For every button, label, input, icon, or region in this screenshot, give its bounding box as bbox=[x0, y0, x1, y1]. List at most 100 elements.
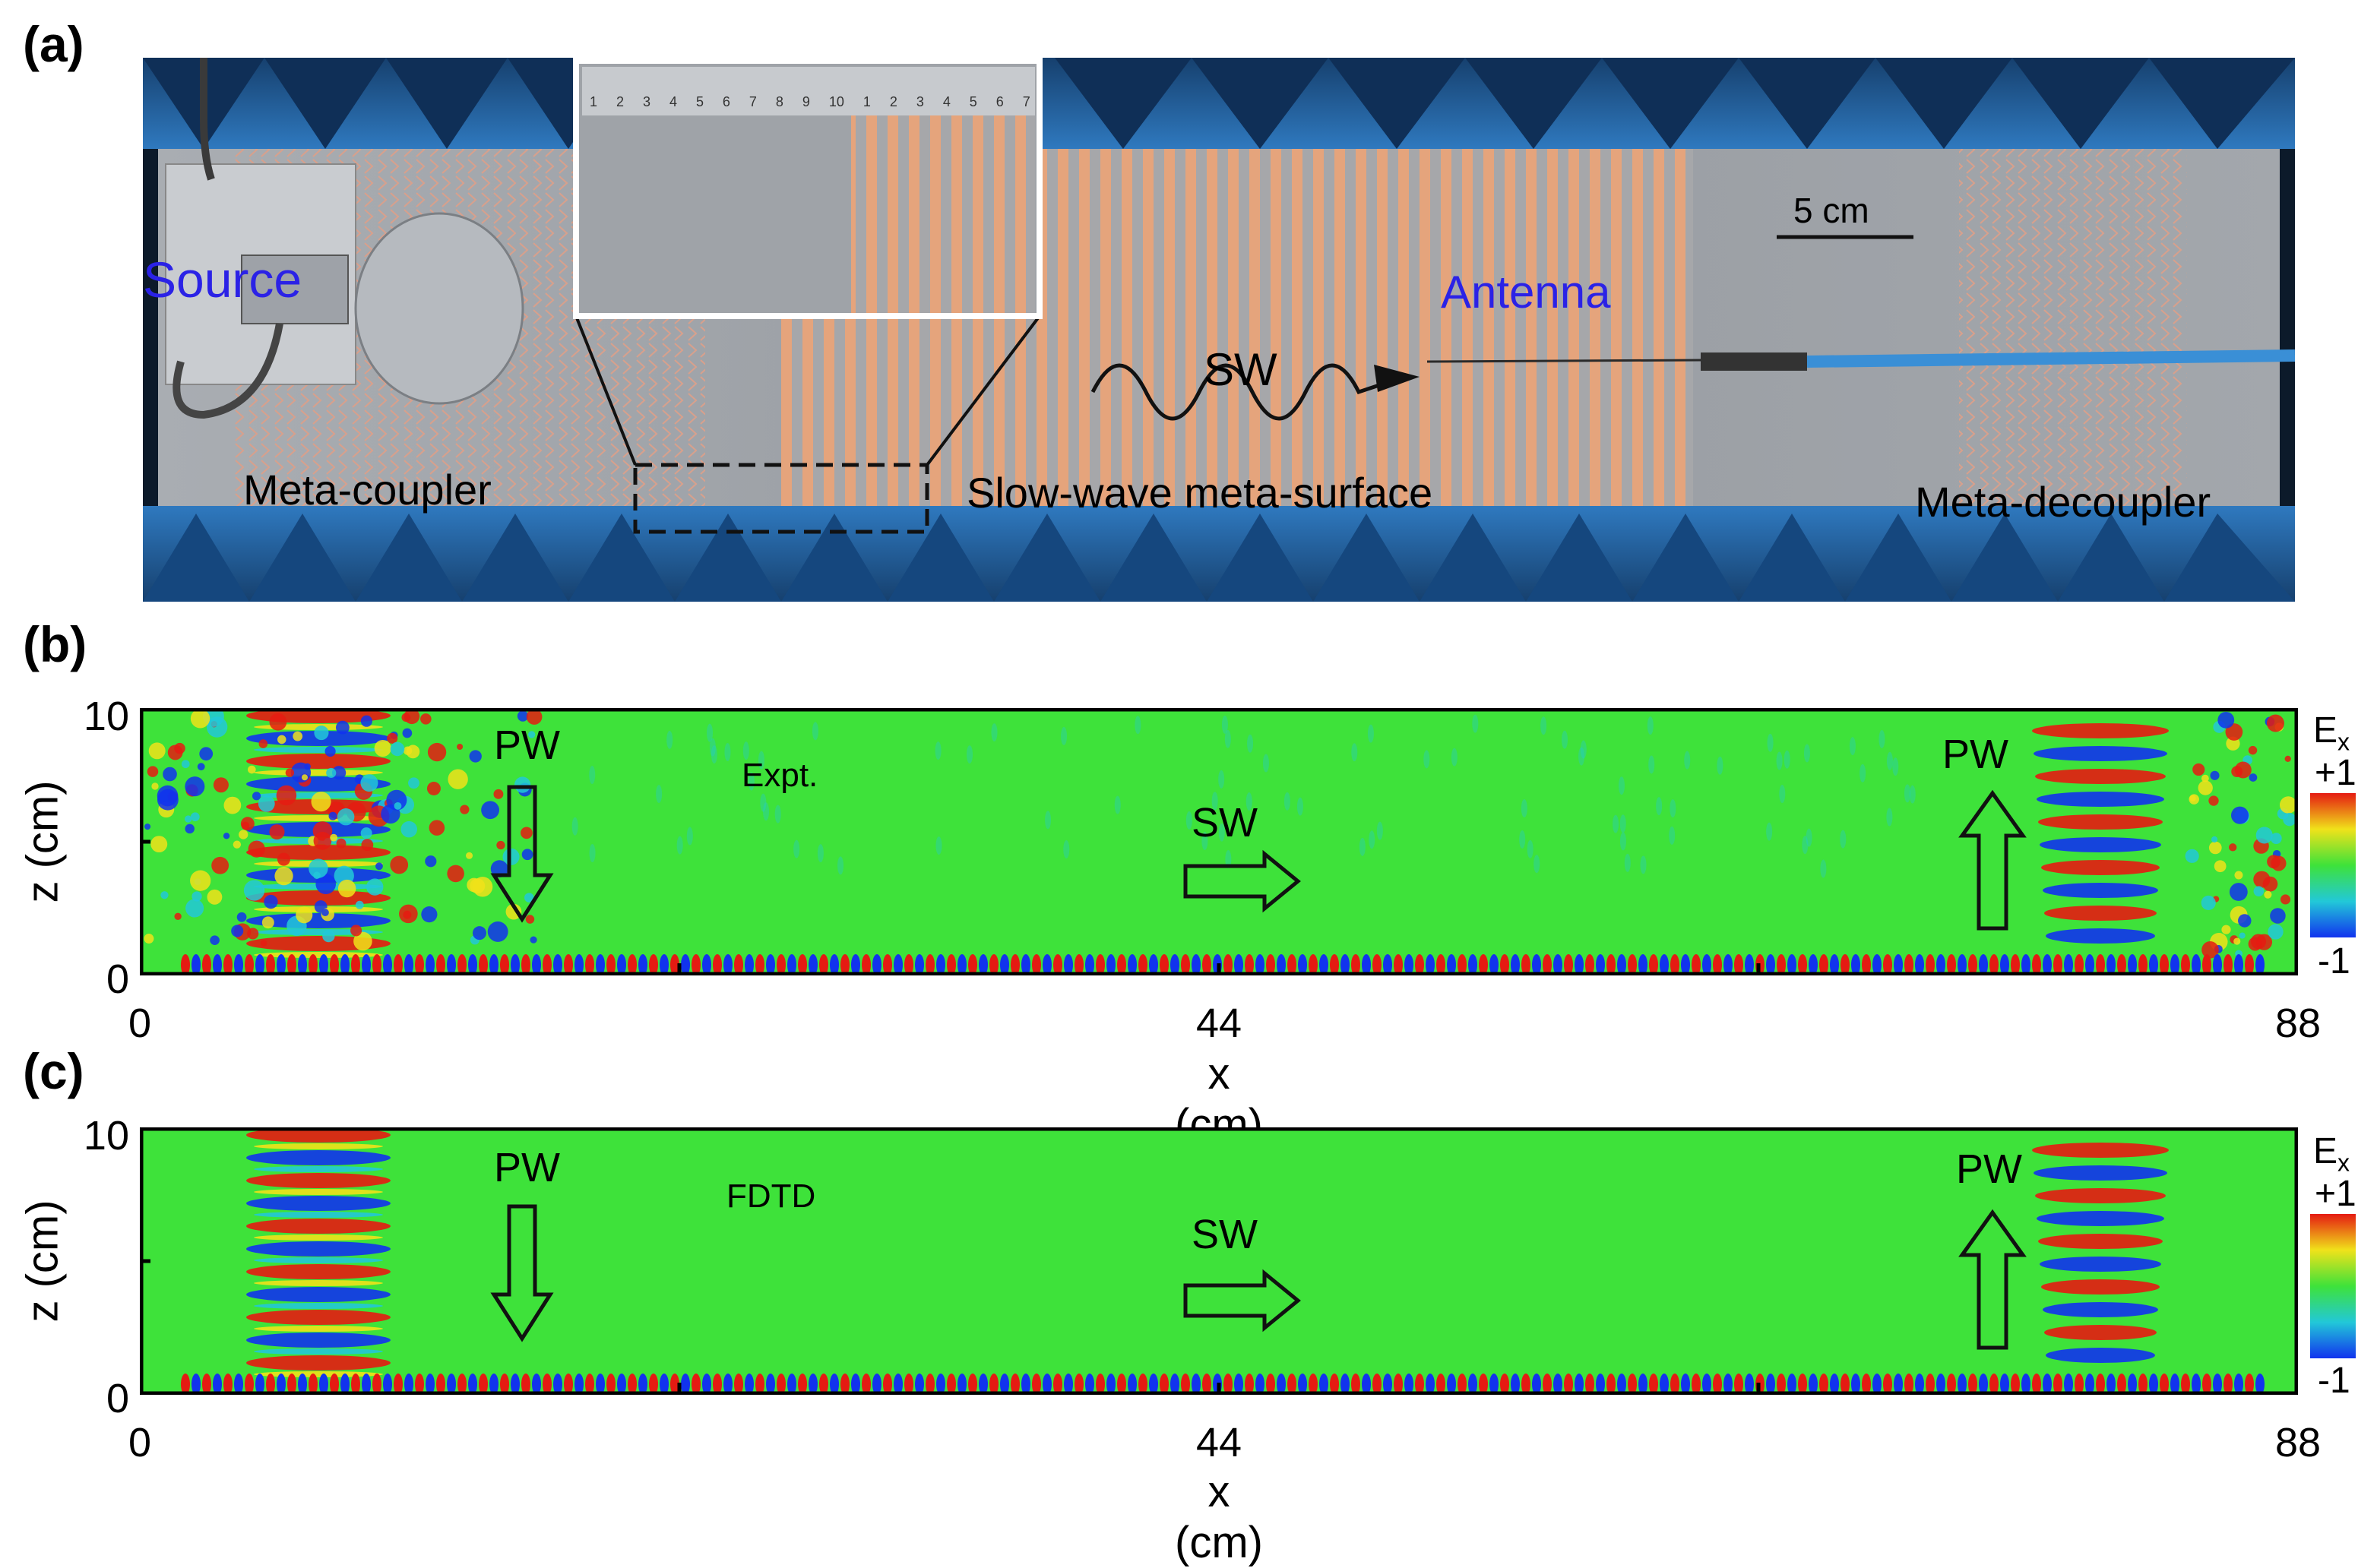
surface-wave-lobe bbox=[1638, 1374, 1647, 1395]
x-tick-44: 44 bbox=[1195, 1420, 1242, 1465]
noise-streak bbox=[1656, 797, 1663, 816]
noise-speckle bbox=[2230, 806, 2249, 824]
x-tick-0: 0 bbox=[128, 1001, 152, 1046]
noise-speckle bbox=[309, 858, 328, 878]
ruler-number: 5 bbox=[969, 94, 977, 109]
surface-wave-lobe bbox=[1202, 954, 1211, 975]
noise-speckle bbox=[517, 710, 529, 722]
noise-streak bbox=[1262, 754, 1269, 773]
noise-speckle bbox=[213, 777, 229, 793]
surface-wave-lobe bbox=[1394, 954, 1403, 975]
surface-wave-lobe bbox=[1777, 1374, 1786, 1395]
surface-wave-lobe bbox=[1681, 954, 1690, 975]
surface-wave-lobe bbox=[1596, 954, 1605, 975]
surface-wave-lobe bbox=[574, 954, 584, 975]
noise-speckle bbox=[337, 808, 355, 826]
x-tick-88: 88 bbox=[2274, 1001, 2322, 1046]
meta-decoupler-region bbox=[1959, 149, 2187, 506]
decoupler-beam-lobe bbox=[2032, 723, 2169, 738]
x-tick-88: 88 bbox=[2274, 1420, 2322, 1465]
surface-wave-lobe bbox=[1809, 954, 1818, 975]
surface-wave-lobe bbox=[1670, 954, 1679, 975]
noise-streak bbox=[656, 785, 663, 804]
surface-wave-lobe bbox=[1979, 954, 1988, 975]
noise-speckle bbox=[2283, 813, 2296, 827]
surface-wave-lobe bbox=[1351, 954, 1360, 975]
surface-wave-lobe bbox=[468, 1374, 477, 1395]
colorbar-b-title-main: E bbox=[2313, 710, 2338, 751]
ruler-scale: 1 2 3 4 5 6 7 8 9 10 1 2 3 4 5 6 7 bbox=[590, 94, 1030, 125]
source-beam-lobe bbox=[246, 1287, 391, 1302]
surface-wave-lobe bbox=[2223, 954, 2233, 975]
noise-streak bbox=[991, 723, 998, 742]
colorbar-b-title-sub: x bbox=[2337, 728, 2350, 756]
surface-wave-lobe bbox=[926, 954, 935, 975]
x-tick-0: 0 bbox=[128, 1420, 152, 1465]
noise-streak bbox=[763, 802, 770, 821]
noise-speckle bbox=[2234, 871, 2243, 880]
noise-speckle bbox=[2255, 827, 2273, 844]
z-tick-top: 10 bbox=[83, 694, 129, 739]
noise-streak bbox=[1840, 830, 1847, 849]
noise-streak bbox=[1909, 785, 1916, 804]
noise-streak bbox=[589, 765, 596, 784]
noise-speckle bbox=[233, 840, 242, 849]
noise-speckle bbox=[330, 833, 338, 842]
noise-streak bbox=[1767, 733, 1774, 752]
noise-speckle bbox=[191, 891, 202, 902]
noise-speckle bbox=[429, 820, 445, 836]
surface-wave-lobe bbox=[1309, 954, 1318, 975]
colorbar-c-title-sub: x bbox=[2337, 1149, 2350, 1177]
surface-wave-lobe bbox=[819, 1374, 828, 1395]
noise-streak bbox=[1779, 785, 1786, 804]
surface-wave-lobe bbox=[660, 1374, 669, 1395]
surface-wave-lobe bbox=[628, 954, 637, 975]
surface-wave-lobe bbox=[1287, 954, 1296, 975]
surface-wave-lobe bbox=[234, 1374, 243, 1395]
surface-wave-lobe bbox=[713, 954, 722, 975]
surface-wave-lobe bbox=[1202, 1374, 1211, 1395]
surface-wave-lobe bbox=[1489, 1374, 1499, 1395]
noise-speckle bbox=[331, 766, 347, 780]
surface-wave-lobe bbox=[1181, 954, 1190, 975]
source-beam-lobe bbox=[246, 1173, 391, 1188]
source-beam-lobe bbox=[246, 754, 391, 769]
noise-streak bbox=[1221, 715, 1228, 734]
surface-wave-lobe bbox=[1606, 1374, 1616, 1395]
surface-wave-lobe bbox=[830, 1374, 839, 1395]
noise-speckle bbox=[236, 912, 247, 922]
surface-wave-lobe bbox=[2053, 1374, 2062, 1395]
noise-speckle bbox=[374, 739, 391, 757]
noise-speckle bbox=[2231, 766, 2243, 777]
colorbar-c-title: Ex bbox=[2313, 1130, 2350, 1178]
surface-wave-lobe bbox=[1266, 1374, 1275, 1395]
sw-label: SW bbox=[1192, 1212, 1258, 1257]
surface-wave-lobe bbox=[1106, 1374, 1116, 1395]
source-beam-fringe bbox=[254, 1303, 383, 1309]
surface-wave-lobe bbox=[787, 954, 796, 975]
surface-wave-lobe bbox=[330, 954, 339, 975]
field-map-expt bbox=[140, 708, 2298, 975]
surface-wave-lobe bbox=[1926, 954, 1935, 975]
noise-speckle bbox=[355, 900, 364, 909]
surface-wave-lobe bbox=[1830, 954, 1839, 975]
noise-speckle bbox=[243, 880, 265, 901]
surface-wave-lobe bbox=[968, 1374, 977, 1395]
source-beam-fringe bbox=[254, 1189, 383, 1195]
surface-wave-lobe bbox=[1458, 1374, 1467, 1395]
scale-bar-label: 5 cm bbox=[1793, 191, 1869, 230]
surface-wave-lobe bbox=[1000, 1374, 1009, 1395]
surface-wave-lobe bbox=[947, 1374, 956, 1395]
surface-wave-lobe bbox=[1734, 1374, 1743, 1395]
surface-wave-lobe bbox=[181, 954, 190, 975]
surface-wave-lobe bbox=[1745, 1374, 1754, 1395]
noise-speckle bbox=[252, 792, 261, 801]
surface-wave-lobe bbox=[1713, 1374, 1722, 1395]
surface-wave-lobe bbox=[1479, 1374, 1488, 1395]
surface-wave-lobe bbox=[447, 954, 456, 975]
source-beam-fringe bbox=[254, 747, 383, 753]
noise-streak bbox=[709, 738, 716, 757]
noise-speckle bbox=[151, 782, 159, 790]
ruler-number: 3 bbox=[916, 94, 924, 109]
surface-wave-lobe bbox=[777, 954, 786, 975]
